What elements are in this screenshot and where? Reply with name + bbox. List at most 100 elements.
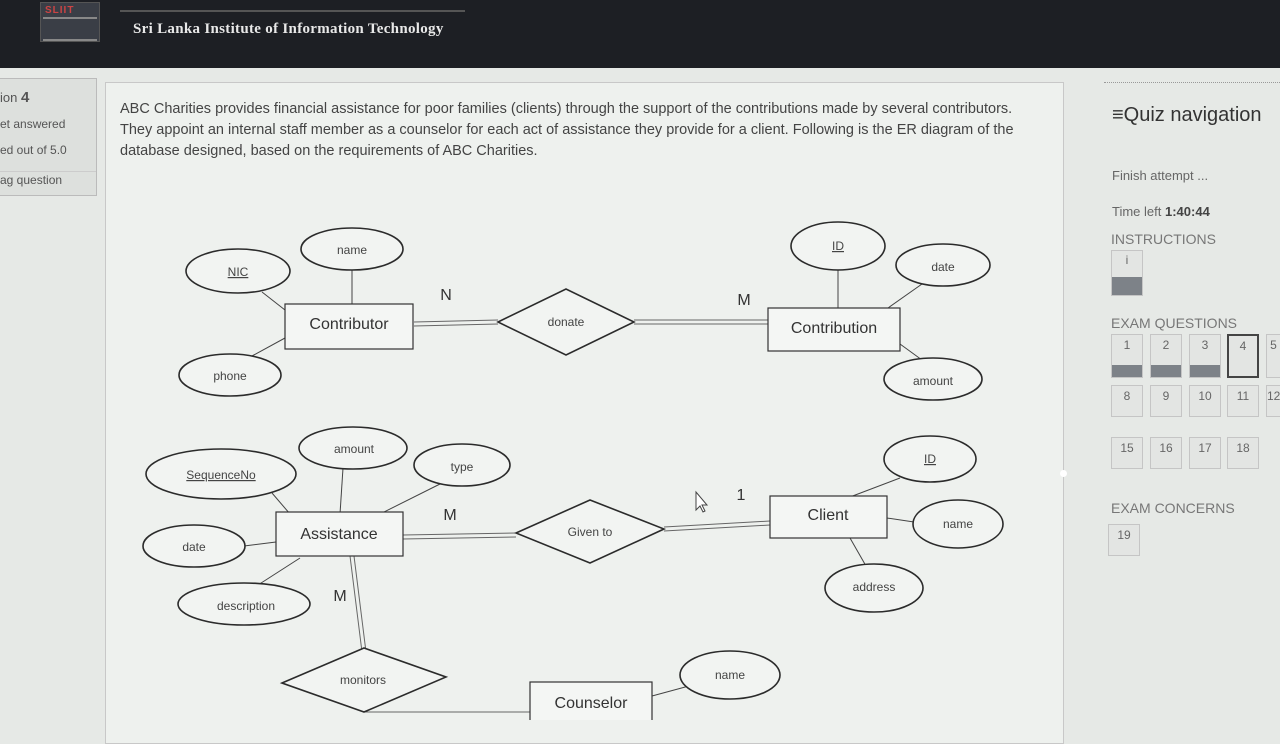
time-left-label: Time left [1112,204,1162,219]
attribute-contribution-date-label: date [931,260,955,274]
question-button[interactable]: 11 [1227,385,1259,417]
question-button[interactable]: 2 [1150,334,1182,378]
attribute-contributor-phone-label: phone [213,369,247,383]
question-button[interactable]: 10 [1189,385,1221,417]
decorative-dot [1060,470,1067,477]
attribute-client-name: name [912,499,1004,549]
question-button[interactable]: 1 [1111,334,1143,378]
site-name[interactable]: Sri Lanka Institute of Information Techn… [133,21,444,37]
question-button[interactable]: 16 [1150,437,1182,469]
entity-contribution[interactable]: Contribution [767,307,901,352]
relationship-monitors-label: monitors [340,673,386,687]
relationship-given-to-label: Given to [568,525,613,539]
connector-line [353,555,367,653]
site-logo[interactable]: SLIIT [40,2,100,42]
question-button-label: 2 [1162,338,1170,352]
entity-assistance-label: Assistance [300,526,377,543]
attribute-assistance-amount: amount [298,426,408,470]
connector-line [886,517,915,523]
mouse-cursor-icon [695,490,709,513]
concern-button-label: 19 [1117,528,1131,542]
question-marks: ed out of 5.0 [0,143,67,157]
attribute-contribution-id-label: ID [832,239,844,253]
quiz-navigation-title: ≡Quiz navigation [1112,104,1262,127]
question-panel: ABC Charities provides financial assista… [105,82,1064,744]
question-info: ion 4 et answered ed out of 5.0 ag quest… [0,78,97,196]
question-button[interactable]: 17 [1189,437,1221,469]
connector-line [339,467,344,515]
instructions-heading: INSTRUCTIONS [1111,231,1216,247]
question-button-label: 15 [1120,441,1134,455]
question-button-current[interactable]: 4 [1227,334,1259,378]
attribute-client-address: address [824,563,924,613]
cardinality-label: 1 [737,487,746,504]
attribute-contributor-name: name [300,227,404,271]
question-button[interactable]: 15 [1111,437,1143,469]
question-button[interactable]: 3 [1189,334,1221,378]
question-button-label: 10 [1198,389,1212,403]
attribute-contribution-amount-label: amount [913,374,954,388]
concern-button[interactable]: 19 [1108,524,1140,556]
attribute-assistance-date-label: date [182,540,206,554]
entity-client[interactable]: Client [769,495,888,539]
question-button-label: 9 [1162,389,1170,403]
attribute-assistance-description: description [177,582,311,626]
instructions-button[interactable]: i [1111,250,1143,296]
connector-line [899,343,923,361]
question-button[interactable]: 9 [1150,385,1182,417]
attribute-counselor-name: name [679,650,781,700]
question-button-label: 12 [1267,389,1280,403]
connector-line [243,541,277,547]
connector-line [261,291,286,311]
attribute-contributor-name-label: name [337,243,367,257]
attribute-assistance-amount-label: amount [334,442,375,456]
connector-line [849,477,901,498]
attribute-contributor-nic: NIC [185,248,291,294]
relationship-donate-label: donate [548,315,585,329]
question-label: ion [0,90,18,105]
time-left-value: 1:40:44 [1164,204,1210,219]
attribute-assistance-date: date [142,524,246,568]
question-button[interactable]: 5 [1266,334,1280,378]
connector-line [402,532,517,536]
attribute-assistance-type-label: type [451,460,474,474]
question-button-status [1190,365,1220,377]
finish-attempt-link[interactable]: Finish attempt ... [1112,168,1209,183]
flag-question-link[interactable]: ag question [0,171,96,187]
entity-counselor-label: Counselor [555,695,629,712]
entity-client-label: Client [808,507,849,524]
question-button-status [1112,365,1142,377]
instructions-button-status [1112,277,1142,295]
relationship-donate[interactable]: donate [496,288,636,356]
relationship-given-to[interactable]: Given to [513,499,667,564]
attribute-contributor-phone: phone [178,353,282,397]
cardinality-label: M [443,507,456,524]
attribute-assistance-description-label: description [217,599,275,613]
nav-divider [1104,82,1280,83]
instructions-button-label: i [1125,253,1129,267]
attribute-assistance-sequenceno-label: SequenceNo [186,468,256,482]
connector-line [413,319,499,323]
exam-questions-heading: EXAM QUESTIONS [1111,315,1238,331]
connector-line [402,536,517,540]
attribute-client-id-label: ID [924,452,936,466]
attribute-contribution-amount: amount [883,357,983,401]
cardinality-label: M [737,292,750,309]
question-button-label: 1 [1123,338,1131,352]
question-button[interactable]: 8 [1111,385,1143,417]
entity-counselor[interactable]: Counselor [529,681,653,720]
entity-assistance[interactable]: Assistance [275,511,404,557]
connector-line [663,520,771,528]
question-button-label: 8 [1123,389,1131,403]
entity-contribution-label: Contribution [791,320,877,337]
connector-line [849,537,867,567]
question-button[interactable]: 12 [1266,385,1280,417]
entity-contributor[interactable]: Contributor [284,303,414,350]
question-button-label: 5 [1270,338,1277,352]
logo-text: SLIIT [45,5,75,16]
header-rule [120,10,465,12]
relationship-monitors[interactable]: monitors [279,647,449,713]
connector-line [271,492,291,515]
question-button[interactable]: 18 [1227,437,1259,469]
connector-line [379,483,441,515]
